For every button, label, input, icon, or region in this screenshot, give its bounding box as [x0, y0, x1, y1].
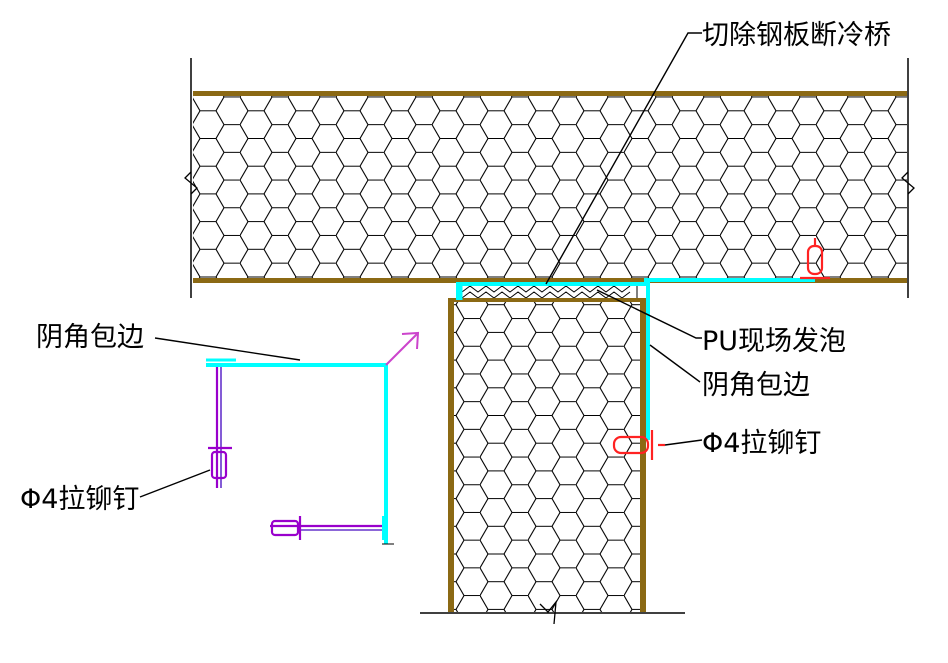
- leader-cut-steel: [545, 32, 702, 285]
- label-corner-trim-left: 阴角包边: [36, 322, 144, 353]
- leader-corner-trim-left: [154, 337, 301, 361]
- label-pu-foam: PU现场发泡: [702, 326, 846, 357]
- rivet-left-horizontal-icon: [270, 516, 382, 540]
- rivet-right-icon: [612, 430, 665, 460]
- leader-rivet-right: [664, 439, 703, 446]
- ground-break-mark: [539, 599, 557, 625]
- rivet-left-vertical-icon: [208, 367, 232, 488]
- label-corner-trim-right: 阴角包边: [702, 370, 810, 401]
- leader-rivet-left: [139, 469, 211, 498]
- break-mark-right: [901, 171, 915, 195]
- rivet-top-icon: [800, 238, 830, 280]
- leader-corner-trim-right: [649, 344, 701, 383]
- label-rivet-right: Φ4拉铆钉: [702, 428, 821, 459]
- corner-trim-exploded: [206, 363, 388, 544]
- break-mark-left: [184, 171, 198, 195]
- label-rivet-left: Φ4拉铆钉: [20, 484, 139, 515]
- assembly-arrow-icon: [385, 331, 420, 366]
- horizontal-panel: [193, 91, 907, 283]
- vertical-panel: [448, 298, 646, 612]
- leader-pu-foam: [596, 289, 702, 339]
- label-cut-steel: 切除钢板断冷桥: [702, 20, 891, 51]
